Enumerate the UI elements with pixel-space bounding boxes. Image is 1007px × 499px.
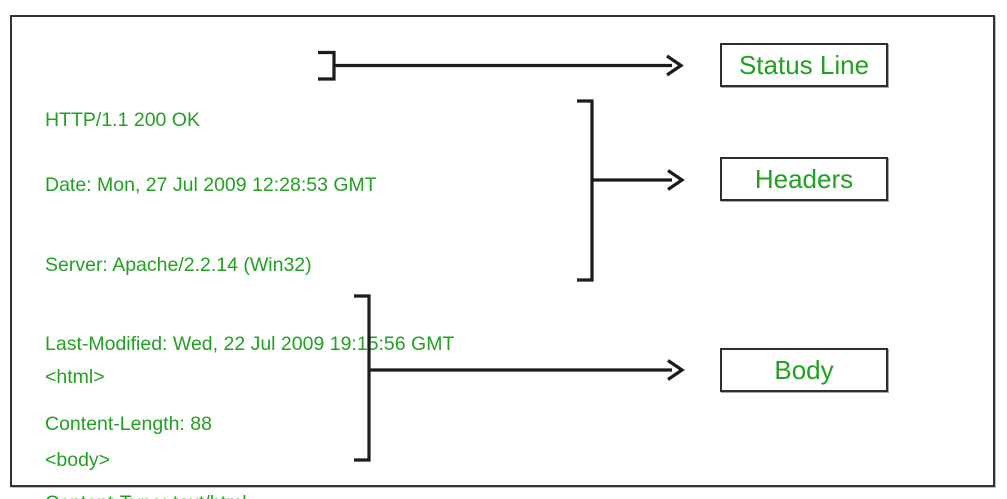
status-line-label: Status Line xyxy=(738,50,870,80)
body-label-box: Body xyxy=(720,348,888,392)
headers-label-box: Headers xyxy=(720,157,888,201)
status-line-text: HTTP/1.1 200 OK xyxy=(45,55,200,185)
body-label: Body xyxy=(774,355,834,385)
header-line-date: Date: Mon, 27 Jul 2009 12:28:53 GMT xyxy=(45,174,377,196)
header-line-server: Server: Apache/2.2.14 (Win32) xyxy=(45,253,312,276)
response-body-text: <html> <body> <h1>Hello, World!</h1> </b… xyxy=(45,309,251,499)
header-line-content-length: Content-Length: 88 xyxy=(45,412,212,435)
headers-label: Headers xyxy=(754,164,854,194)
response-headers-text: Date: Mon, 27 Jul 2009 12:28:53 GMT Serv… xyxy=(45,119,454,499)
status-line-value: HTTP/1.1 200 OK xyxy=(45,109,200,131)
header-line-last-modified: Last-Modified: Wed, 22 Jul 2009 19:15:56… xyxy=(45,333,455,355)
body-line-html-open: <html> xyxy=(45,366,105,388)
status-line-label-box: Status Line xyxy=(720,43,888,87)
header-line-content-type: Content-Type: text/html xyxy=(45,490,454,499)
diagram-frame xyxy=(10,15,995,487)
body-line-body-open: <body> xyxy=(45,448,111,471)
